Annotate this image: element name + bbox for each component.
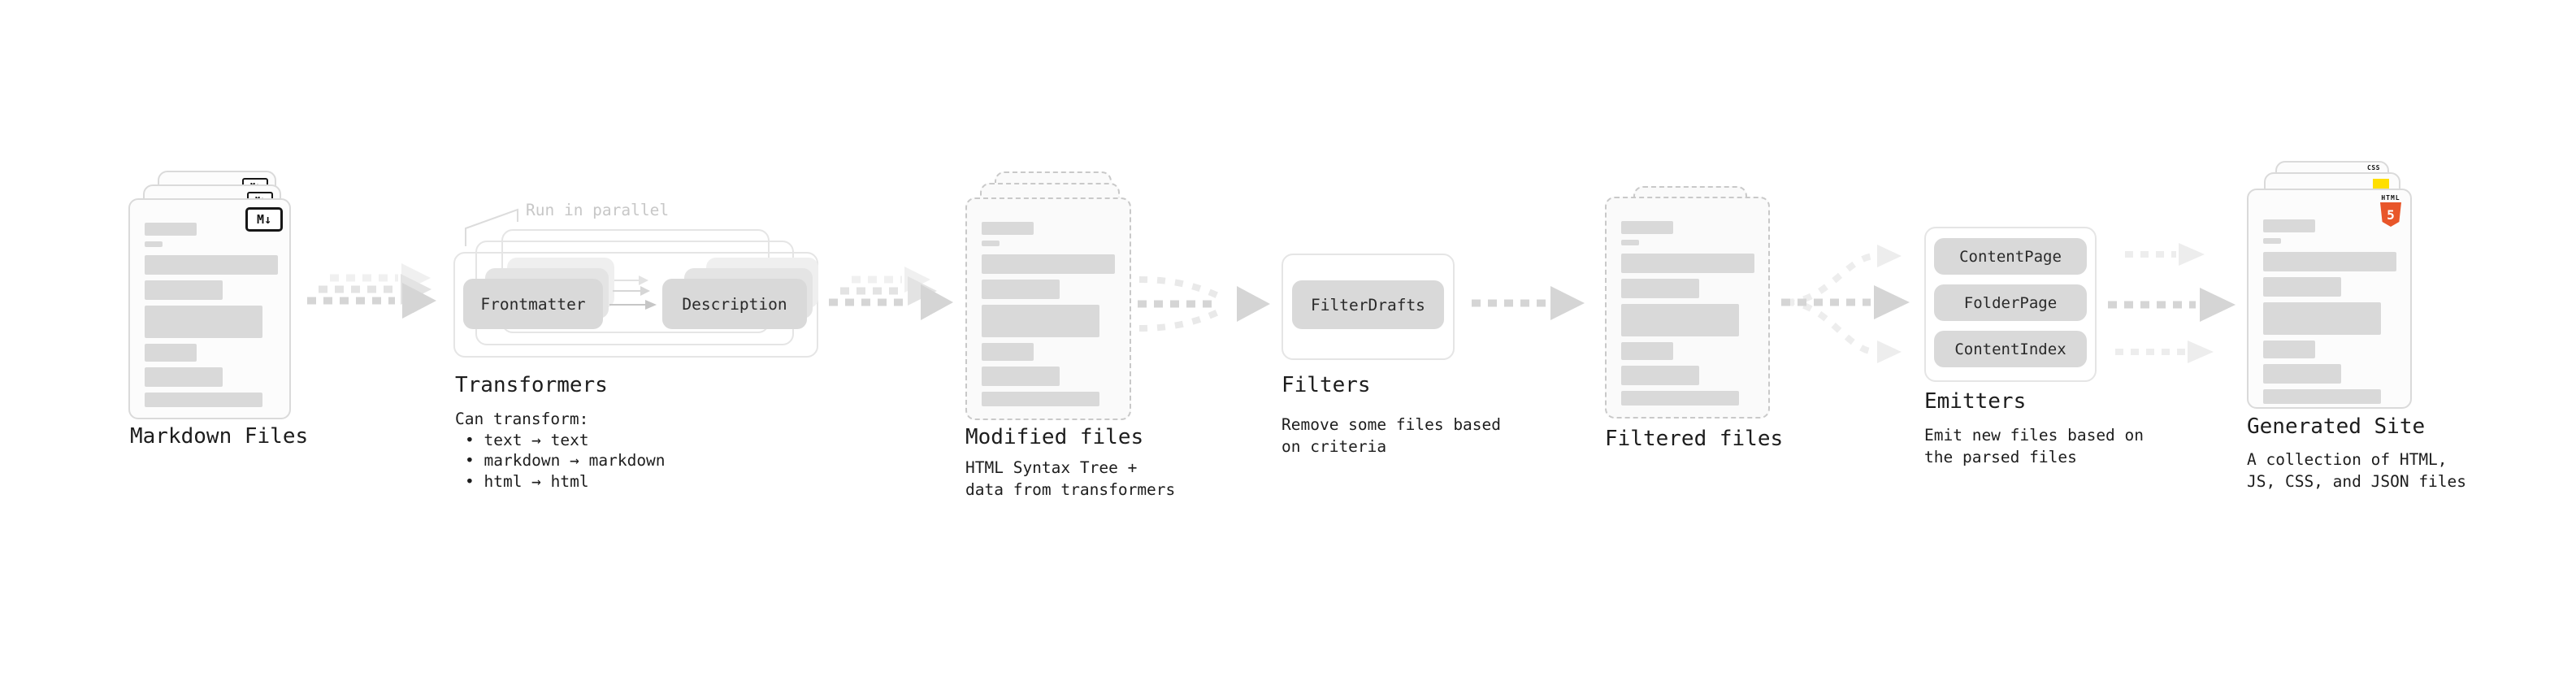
placeholder-line (1621, 342, 1673, 360)
placeholder-line (145, 393, 262, 407)
placeholder-line (982, 222, 1034, 235)
transformers-title: Transformers (455, 373, 608, 397)
placeholder-line (1621, 366, 1699, 385)
caption-line: the parsed files (1924, 448, 2077, 466)
markdown-icon: M↓ (245, 207, 283, 232)
placeholder-line (982, 392, 1099, 406)
run-in-parallel-leader-line (465, 208, 518, 246)
description-pill: Description (662, 279, 807, 329)
content-index-pill: ContentIndex (1934, 331, 2087, 367)
emitters-title: Emitters (1924, 389, 2027, 414)
modified-file-card-front (965, 197, 1131, 420)
arrow-modified-to-filters (1138, 276, 1270, 332)
bullet-item: • html → html (465, 471, 589, 491)
placeholder-line (1621, 221, 1673, 234)
caption-line: A collection of HTML, (2247, 450, 2448, 469)
transformer-panel-front (453, 252, 818, 358)
document-content-placeholder (982, 222, 1115, 406)
filters-caption: Remove some files based on criteria (1281, 414, 1501, 458)
caption-line: JS, CSS, and JSON files (2247, 472, 2467, 491)
placeholder-line (2263, 277, 2341, 297)
placeholder-line (1621, 279, 1699, 298)
placeholder-line (1621, 240, 1639, 245)
arrow-transformers-to-modified (829, 267, 953, 320)
filtered-file-card-front (1605, 197, 1770, 419)
filtered-files-title: Filtered files (1605, 427, 1784, 451)
placeholder-line (2263, 252, 2396, 271)
css-icon-label: CSS (2367, 164, 2380, 171)
arrow-filters-to-filtered (1472, 286, 1585, 320)
bullet-item: • text → text (465, 430, 589, 449)
generated-site-title: Generated Site (2247, 414, 2426, 439)
html5-icon-label: HTML (2381, 194, 2400, 202)
placeholder-line (982, 241, 1000, 246)
placeholder-line (2263, 364, 2341, 384)
placeholder-line (2263, 219, 2315, 232)
html5-icon: HTML 5 (2378, 194, 2404, 227)
arrow-emitters-to-generated (2108, 243, 2236, 363)
markdown-files-title: Markdown Files (130, 424, 309, 449)
placeholder-line (982, 343, 1034, 361)
caption-line: Can transform: (455, 410, 589, 428)
placeholder-line (145, 255, 278, 275)
arrow-markdown-to-transformers (307, 263, 436, 319)
bullet-item: • markdown → markdown (465, 451, 666, 470)
placeholder-line (1621, 254, 1754, 273)
placeholder-line (2263, 238, 2281, 244)
generated-file-card-html: HTML 5 (2247, 189, 2412, 409)
caption-line: Remove some files based (1281, 415, 1502, 434)
caption-line: data from transformers (965, 480, 1176, 499)
placeholder-line (145, 223, 197, 236)
caption-line: Emit new files based on (1924, 426, 2144, 445)
placeholder-line (145, 280, 223, 300)
placeholder-line (145, 241, 163, 247)
filter-drafts-pill: FilterDrafts (1292, 280, 1444, 329)
placeholder-line (145, 344, 197, 362)
placeholder-line (2263, 340, 2315, 358)
document-content-placeholder (2263, 219, 2396, 404)
markdown-icon-label: M↓ (256, 212, 272, 227)
caption-line: HTML Syntax Tree + (965, 458, 1138, 477)
modified-files-caption: HTML Syntax Tree + data from transformer… (965, 457, 1175, 501)
frontmatter-pill: Frontmatter (463, 279, 603, 329)
placeholder-line (982, 367, 1060, 386)
placeholder-line (145, 367, 223, 387)
placeholder-line (982, 280, 1060, 299)
content-page-pill: ContentPage (1934, 238, 2087, 275)
modified-files-title: Modified files (965, 425, 1144, 449)
filters-title: Filters (1281, 373, 1371, 397)
js-icon (2373, 179, 2389, 190)
placeholder-line (2263, 389, 2381, 404)
emitters-caption: Emit new files based on the parsed files (1924, 424, 2144, 468)
run-in-parallel-annotation: Run in parallel (526, 201, 670, 219)
arrow-filtered-to-emitters (1781, 245, 1910, 363)
document-content-placeholder (1621, 221, 1754, 406)
placeholder-line (1621, 304, 1739, 336)
html5-icon-number: 5 (2387, 206, 2395, 223)
markdown-file-card-front: M↓ (128, 198, 291, 419)
generated-site-caption: A collection of HTML, JS, CSS, and JSON … (2247, 449, 2466, 492)
placeholder-line (982, 305, 1099, 337)
document-content-placeholder (145, 223, 278, 407)
placeholder-line (1621, 391, 1739, 406)
placeholder-line (982, 254, 1115, 274)
placeholder-line (2263, 302, 2381, 335)
caption-line: on criteria (1281, 437, 1387, 456)
folder-page-pill: FolderPage (1934, 284, 2087, 321)
placeholder-line (145, 306, 262, 338)
transformers-caption: Can transform: • text → text • markdown … (455, 409, 666, 492)
transformer-flow-arrows (609, 275, 657, 310)
